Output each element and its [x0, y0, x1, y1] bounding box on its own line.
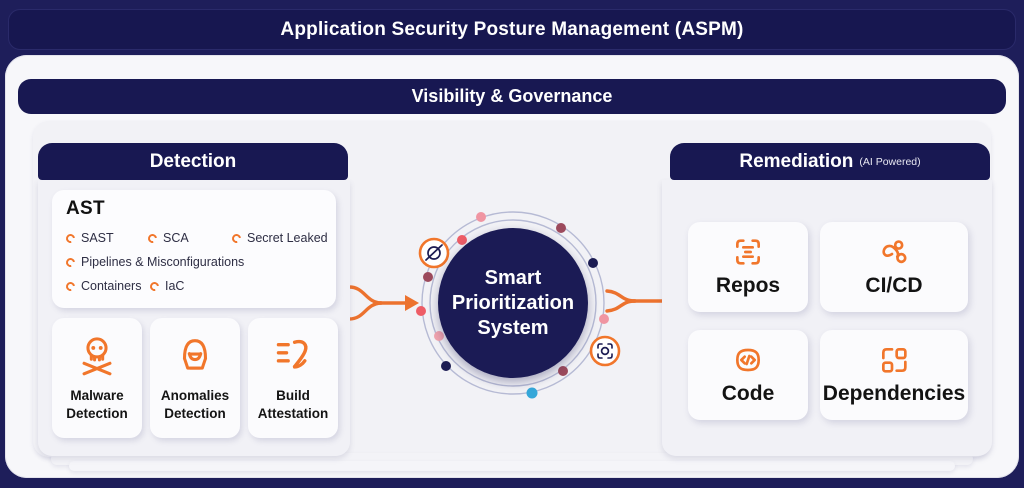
card-label: Repos — [715, 274, 781, 297]
panel-shadow-layer — [69, 461, 955, 471]
ast-item-sast: SAST — [64, 231, 148, 245]
right-merge-arrow — [605, 289, 667, 313]
ast-row: Pipelines & Misconfigurations — [64, 250, 336, 274]
ast-item-sca: SCA — [146, 231, 232, 245]
circle-label-line: Smart — [484, 266, 542, 289]
repo-scan-icon — [736, 239, 760, 265]
code-bubble-icon — [736, 348, 760, 372]
diagram-canvas: Visibility & Governance Detection AST SA… — [5, 55, 1019, 478]
ast-card: AST SAST SCA Secret Leaked — [52, 190, 336, 308]
arc-bullet-icon — [230, 231, 243, 245]
detection-cards-row: Malware Detection — [52, 318, 338, 438]
cicd-card: CI/CD — [820, 222, 968, 312]
card-label: Dependencies — [822, 382, 966, 405]
ai-powered-badge: (AI Powered) — [859, 155, 921, 168]
dependencies-card: Dependencies — [820, 330, 968, 420]
detection-title: Detection — [149, 150, 237, 172]
remediation-body: Repos CI/CD — [662, 180, 992, 456]
skull-crossbones-icon — [82, 337, 112, 376]
circle-label-line: Prioritization — [451, 291, 575, 314]
arc-bullet-icon — [146, 231, 159, 245]
page-title: Application Security Posture Management … — [280, 18, 744, 40]
arc-bullet-icon — [64, 231, 77, 245]
remediation-title: Remediation — [739, 150, 854, 172]
block-slash-icon — [418, 237, 450, 269]
remediation-grid: Repos CI/CD — [678, 222, 968, 422]
smart-prioritization-circle: Smart Prioritization System — [438, 228, 588, 378]
attestation-icon — [276, 340, 308, 370]
ast-title: AST — [66, 198, 105, 219]
dependencies-icon — [882, 348, 907, 373]
ast-item-secret-leaked: Secret Leaked — [230, 231, 328, 245]
orbit-dots — [416, 212, 609, 399]
prioritization-stage: Smart Prioritization System — [335, 165, 695, 465]
remediation-header: Remediation (AI Powered) — [670, 143, 990, 180]
cicd-loop-icon — [882, 240, 907, 264]
left-arrowhead — [405, 295, 419, 311]
circle-label-line: System — [477, 316, 549, 339]
arc-bullet-icon — [64, 279, 77, 293]
left-merge-arrow — [347, 285, 409, 321]
build-attestation-card: Build Attestation — [248, 318, 338, 438]
ast-row: SAST SCA Secret Leaked — [64, 226, 336, 250]
detection-body: AST SAST SCA Secret Leaked — [38, 180, 350, 456]
ast-item-pipelines: Pipelines & Misconfigurations — [64, 255, 244, 269]
anomalies-detection-card: Anomalies Detection — [150, 318, 240, 438]
detection-header: Detection — [38, 143, 348, 180]
repos-card: Repos — [688, 222, 808, 312]
ast-row: Containers IaC — [64, 274, 336, 298]
ast-item-containers: Containers — [64, 279, 150, 293]
ast-item-iac: IaC — [148, 279, 184, 293]
code-card: Code — [688, 330, 808, 420]
focus-target-icon — [589, 335, 621, 367]
arc-bullet-icon — [64, 255, 77, 269]
visibility-governance-bar: Visibility & Governance — [18, 79, 1006, 114]
card-label: CI/CD — [865, 274, 923, 297]
card-label: Anomalies Detection — [160, 388, 230, 421]
visibility-governance-label: Visibility & Governance — [411, 86, 613, 106]
aspm-title-bar: Application Security Posture Management … — [8, 9, 1016, 50]
orbit-rings — [421, 211, 605, 395]
card-label: Code — [721, 382, 775, 405]
card-label: Malware Detection — [66, 388, 128, 421]
arc-bullet-icon — [148, 279, 161, 293]
card-label: Build Attestation — [257, 388, 329, 421]
hacker-icon — [182, 339, 208, 371]
malware-detection-card: Malware Detection — [52, 318, 142, 438]
